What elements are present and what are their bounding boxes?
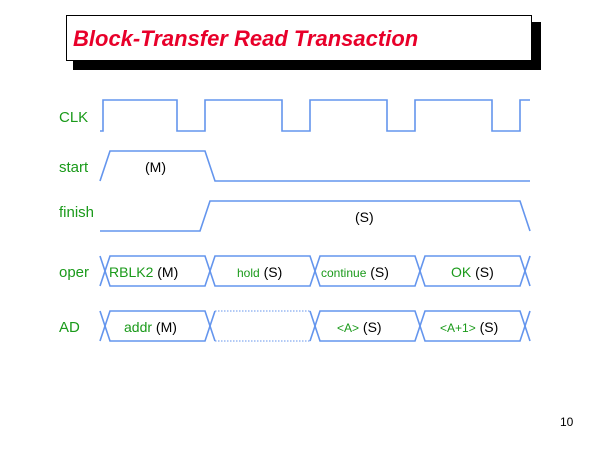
label-start: start [59,159,89,176]
page-number: 10 [560,415,574,429]
finish-driver: (S) [355,209,374,225]
start-driver: (M) [145,159,166,175]
start-waveform [99,150,530,182]
clk-waveform [100,99,530,132]
label-oper: oper [59,264,89,281]
finish-waveform [100,200,531,232]
oper-segment-2: hold (S) [237,264,282,280]
label-ad: AD [59,319,80,336]
label-clk: CLK [59,109,88,126]
slide-title: Block-Transfer Read Transaction [73,26,419,51]
oper-segment-4: OK (S) [451,264,494,280]
ad-segment-4: <A+1> (S) [440,319,498,335]
oper-segment-1: RBLK2 (M) [109,264,178,280]
ad-segment-3: <A> (S) [337,319,382,335]
ad-segment-1: addr (M) [124,319,177,335]
ad-bus [99,310,531,342]
oper-segment-3: continue (S) [321,264,389,280]
label-finish: finish [59,204,94,221]
oper-bus [99,255,531,287]
title-box: Block-Transfer Read Transaction [66,15,532,61]
